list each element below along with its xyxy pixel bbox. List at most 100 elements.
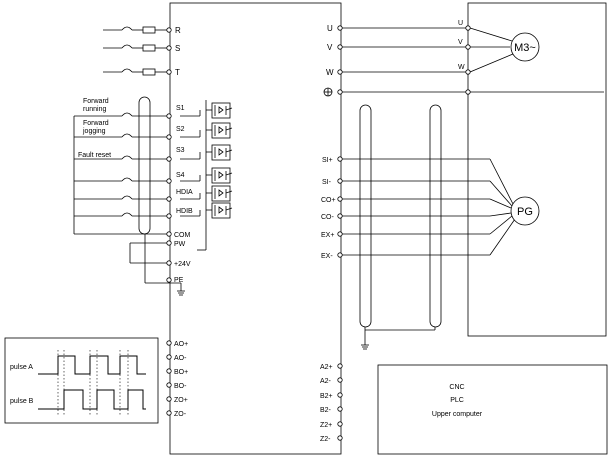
pulse-output: B2- [320, 406, 343, 414]
upper-device-plc: PLC [450, 397, 464, 404]
encoder-input-label: SI- [322, 179, 332, 186]
pulse-output-label: A2+ [320, 364, 333, 371]
pulse-output-label: Z2+ [320, 422, 332, 429]
digital-input-terminal: S1 [176, 105, 185, 112]
digital-input-s3: Fault reset S3 [74, 147, 185, 162]
analog-output-label: AO- [174, 355, 187, 362]
encoder-input-label: EX+ [321, 232, 334, 239]
digital-input-s1: Forward running S1 [74, 98, 185, 119]
power-input-label: S [175, 44, 180, 53]
motor-output-v: V V [327, 39, 510, 52]
optocoupler [206, 185, 233, 202]
analog-output-label: ZO- [174, 411, 187, 418]
digital-input-hdib: HDIB [74, 208, 193, 219]
common-terminal-label: +24V [174, 261, 191, 268]
pulse-box [4, 337, 159, 424]
analog-output: BO- [166, 382, 187, 390]
motor-enclosure [467, 2, 607, 337]
pulse-output: A2- [320, 377, 343, 385]
motor-output-u: U U [327, 20, 513, 42]
common-terminal-label: COM [174, 232, 191, 239]
analog-output: BO+ [166, 368, 188, 376]
optocoupler [206, 102, 233, 119]
encoder-input-si-minus: SI- [322, 178, 513, 207]
pulse-a-waveform [38, 355, 146, 375]
encoder-input-co-plus: CO+ [321, 196, 512, 209]
pulse-output-label: B2- [320, 407, 332, 414]
shield-cable-2 [365, 104, 442, 331]
motor-output-label: W [326, 68, 334, 77]
power-input-r: R [103, 26, 181, 35]
pulse-output-label: B2+ [320, 393, 333, 400]
analog-output-label: ZO+ [174, 397, 188, 404]
encoder-input-label: SI+ [322, 157, 333, 164]
upper-device-cnc: CNC [449, 384, 464, 391]
pulse-output: Z2+ [320, 421, 343, 429]
digital-input-desc: jogging [82, 128, 106, 135]
motor-terminal-label: V [458, 39, 463, 46]
motor-output-label: V [327, 43, 333, 52]
analog-output: AO- [166, 354, 187, 362]
motor-symbol: M3~ [510, 32, 540, 62]
optocoupler [206, 167, 233, 184]
common-terminal-label: PE [174, 277, 184, 284]
encoder-input-ex-minus: EX- [321, 218, 516, 260]
shield-cable-1 [359, 104, 372, 350]
terminal-pw: PW [129, 240, 186, 264]
encoder-input-label: EX- [321, 253, 333, 260]
optocoupler [206, 202, 233, 219]
power-input-t: T [103, 68, 180, 77]
digital-input-desc: Forward [83, 98, 109, 105]
encoder-input-co-minus: CO- [321, 212, 512, 221]
digital-input-desc: running [83, 106, 106, 113]
motor-terminal-label: W [458, 64, 465, 71]
input-shield-cable [138, 96, 151, 235]
pulse-output-label: Z2- [320, 436, 331, 443]
analog-output-label: AO+ [174, 341, 188, 348]
encoder-input-label: CO- [321, 214, 335, 221]
upper-device-box [377, 364, 608, 455]
pulse-b-waveform [38, 389, 146, 410]
pulse-output: A2+ [320, 363, 343, 371]
digital-input-desc: Forward [83, 120, 109, 127]
pulse-output-label: A2- [320, 378, 332, 385]
encoder-input-si-plus: SI+ [322, 156, 514, 205]
digital-input-s4: S4 [74, 172, 185, 184]
motor-label: M3~ [514, 42, 536, 54]
digital-input-terminal: HDIB [176, 208, 193, 215]
encoder-label: PG [517, 206, 533, 218]
optocoupler [206, 144, 233, 161]
digital-input-desc: Fault reset [78, 152, 111, 159]
upper-device-computer: Upper computer [432, 411, 483, 418]
analog-output: AO+ [166, 340, 188, 348]
pulse-output: B2+ [320, 392, 343, 400]
digital-input-terminal: HDIA [176, 189, 193, 196]
encoder-symbol: PG [510, 196, 540, 226]
analog-output-label: BO+ [174, 369, 188, 376]
pulse-b-label: pulse B [10, 398, 34, 405]
terminal-com: COM [166, 231, 191, 239]
power-input-label: R [175, 26, 181, 35]
power-input-s: S [103, 44, 180, 53]
common-terminal-label: PW [174, 241, 186, 248]
digital-input-terminal: S4 [176, 172, 185, 179]
motor-output-w: W W [326, 53, 514, 77]
motor-terminal-label: U [458, 20, 463, 27]
pulse-a-label: pulse A [10, 364, 33, 371]
terminal-pe: PE [144, 234, 185, 296]
pulse-dashed-guides [57, 350, 129, 416]
digital-input-terminal: S3 [176, 147, 185, 154]
encoder-input-ex-plus: EX+ [321, 215, 513, 239]
pulse-output: Z2- [320, 435, 343, 443]
drive-box [169, 2, 342, 455]
motor-output-label: U [327, 24, 333, 33]
optocoupler [206, 122, 233, 139]
digital-input-hdia: HDIA [74, 189, 193, 202]
terminal-24v: +24V [166, 260, 191, 268]
digital-input-terminal: S2 [176, 126, 185, 133]
ground-terminal [323, 87, 604, 97]
power-input-label: T [175, 68, 180, 77]
encoder-input-label: CO+ [321, 197, 336, 204]
